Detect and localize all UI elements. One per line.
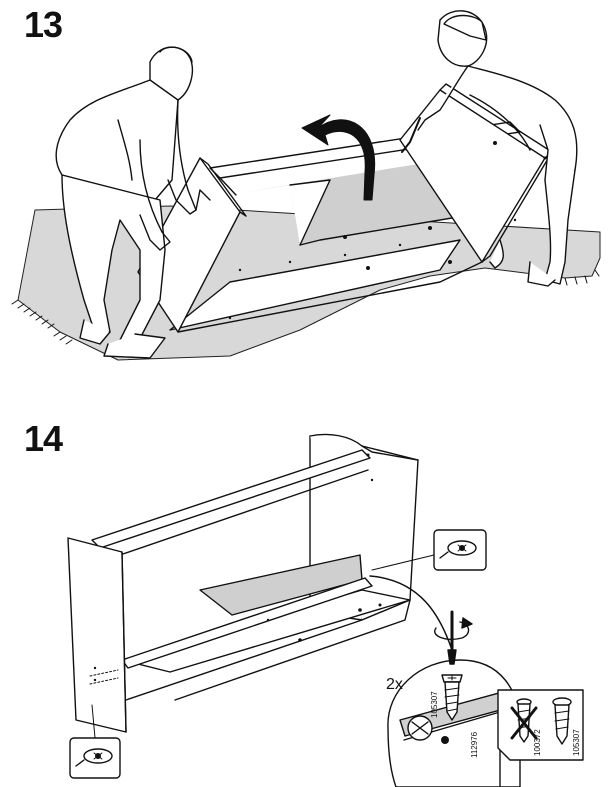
cam-lock-icon: [371, 529, 487, 571]
cam-lock-icon-left: [69, 704, 121, 779]
screw-105307: [441, 674, 463, 721]
person-left: [55, 46, 211, 359]
screwdriver-icon: [434, 610, 473, 665]
bottom-panel: [169, 239, 461, 331]
step-14-number: 14: [24, 418, 63, 459]
step-13-scene: [11, 10, 601, 361]
left-side-panel-14: [67, 537, 127, 733]
step-13-number: 13: [24, 4, 63, 45]
quantity-label: 2x: [386, 676, 403, 693]
wrong-screw: [510, 698, 538, 743]
part-code-screw-side: 105307: [572, 729, 581, 756]
part-code-wrong-screw: 100372: [533, 729, 542, 756]
part-code-cam-lock: 112976: [470, 731, 479, 758]
zoom-detail: [387, 659, 521, 787]
curved-rotate-arrow-icon: [301, 114, 376, 201]
step-14-scene: [67, 433, 584, 787]
person-right: [401, 10, 578, 287]
part-code-screw-main: 105307: [430, 691, 439, 718]
correct-screw: [552, 697, 572, 745]
